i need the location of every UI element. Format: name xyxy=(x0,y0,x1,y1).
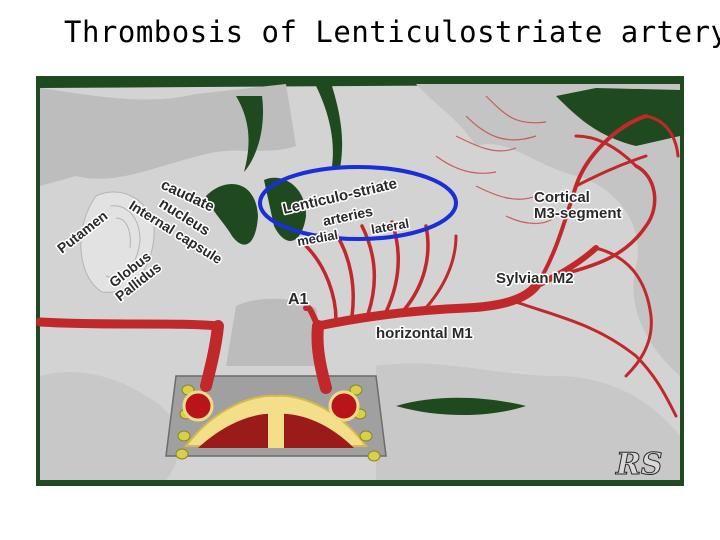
carotid-cross-sections xyxy=(182,390,360,422)
sulcus xyxy=(556,88,680,146)
signature-rs: RS xyxy=(615,447,663,482)
brain-coronal-diagram: Lenticulo-striate arteries medial latera… xyxy=(36,76,684,486)
midline-structure xyxy=(226,298,326,366)
hypothalamus xyxy=(183,394,369,448)
temporal-lobe xyxy=(40,372,180,480)
highlight-ellipse xyxy=(258,165,458,241)
small-branches xyxy=(435,95,557,225)
cortex-right xyxy=(416,84,680,376)
label-cortical: Cortical xyxy=(534,189,590,206)
label-sylvian-m2: Sylvian M2 xyxy=(496,270,574,287)
sulcus xyxy=(316,86,343,168)
sulcus xyxy=(396,397,526,416)
slide-title: Thrombosis of Lenticulostriate artery xyxy=(64,15,720,49)
cortex-upper xyxy=(40,84,296,186)
striatum xyxy=(80,191,155,293)
ventricle-left xyxy=(206,184,258,245)
temporal-lobe-right xyxy=(376,363,680,480)
ventricle-right xyxy=(264,177,306,241)
label-m3-segment: M3-segment xyxy=(534,205,622,222)
arteries xyxy=(36,114,680,418)
label-a1: A1 xyxy=(288,291,309,308)
diagram-canvas: Lenticulo-striate arteries medial latera… xyxy=(36,76,684,486)
label-horizontal-m1: horizontal M1 xyxy=(376,325,473,342)
sulcus xyxy=(236,96,264,172)
